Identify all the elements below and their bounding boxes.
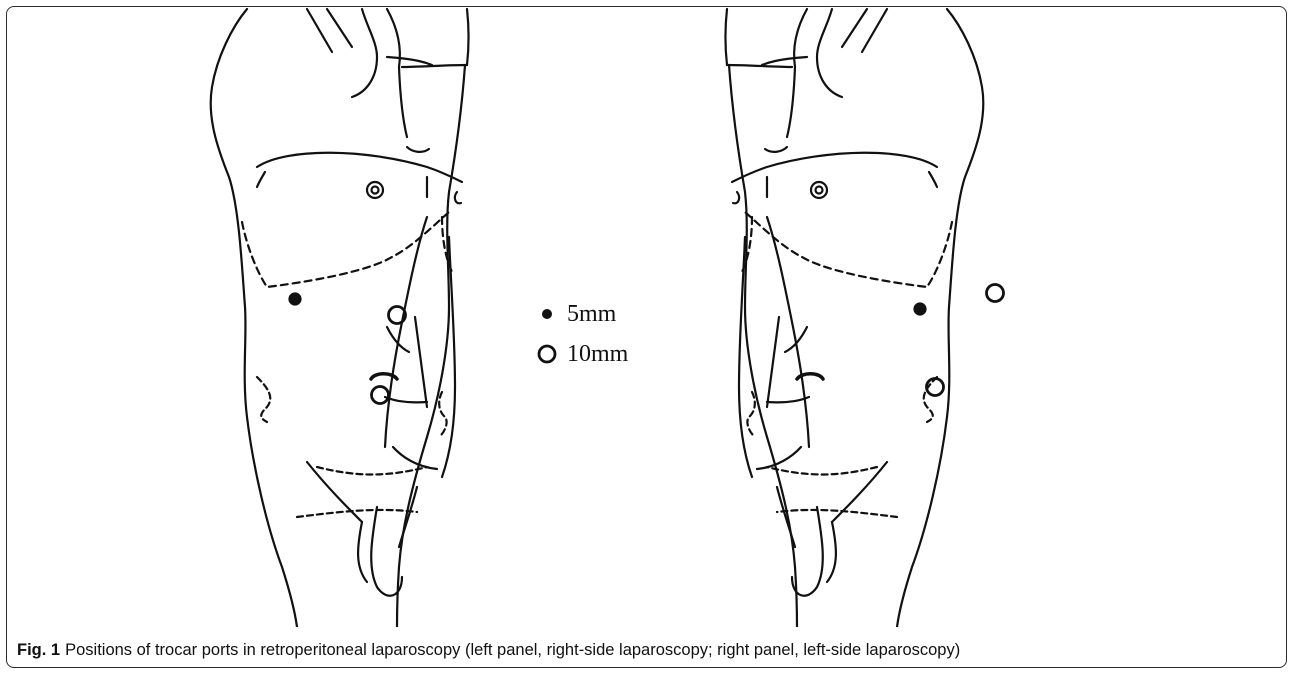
figure-caption: Fig. 1 Positions of trocar ports in retro…	[17, 641, 960, 660]
legend-item-10mm: 10mm	[535, 337, 695, 371]
left-panel-torso-diagram	[187, 7, 497, 627]
legend-label-10mm: 10mm	[567, 342, 628, 366]
figure-frame: 5mm 10mm	[6, 6, 1287, 668]
legend-item-5mm: 5mm	[535, 297, 695, 331]
filled-dot-icon	[535, 302, 559, 326]
port-5mm-dot	[290, 294, 301, 305]
caption-text: Positions of trocar ports in retroperito…	[65, 641, 960, 659]
legend-label-5mm: 5mm	[567, 302, 616, 326]
open-circle-icon	[535, 342, 559, 366]
port-size-legend: 5mm 10mm	[535, 297, 695, 377]
figure-label: Fig. 1	[17, 641, 60, 659]
port-10mm-circle	[372, 387, 389, 404]
port-5mm-dot	[915, 304, 926, 315]
right-panel-torso-diagram	[697, 7, 1007, 627]
port-10mm-circle	[987, 285, 1004, 302]
